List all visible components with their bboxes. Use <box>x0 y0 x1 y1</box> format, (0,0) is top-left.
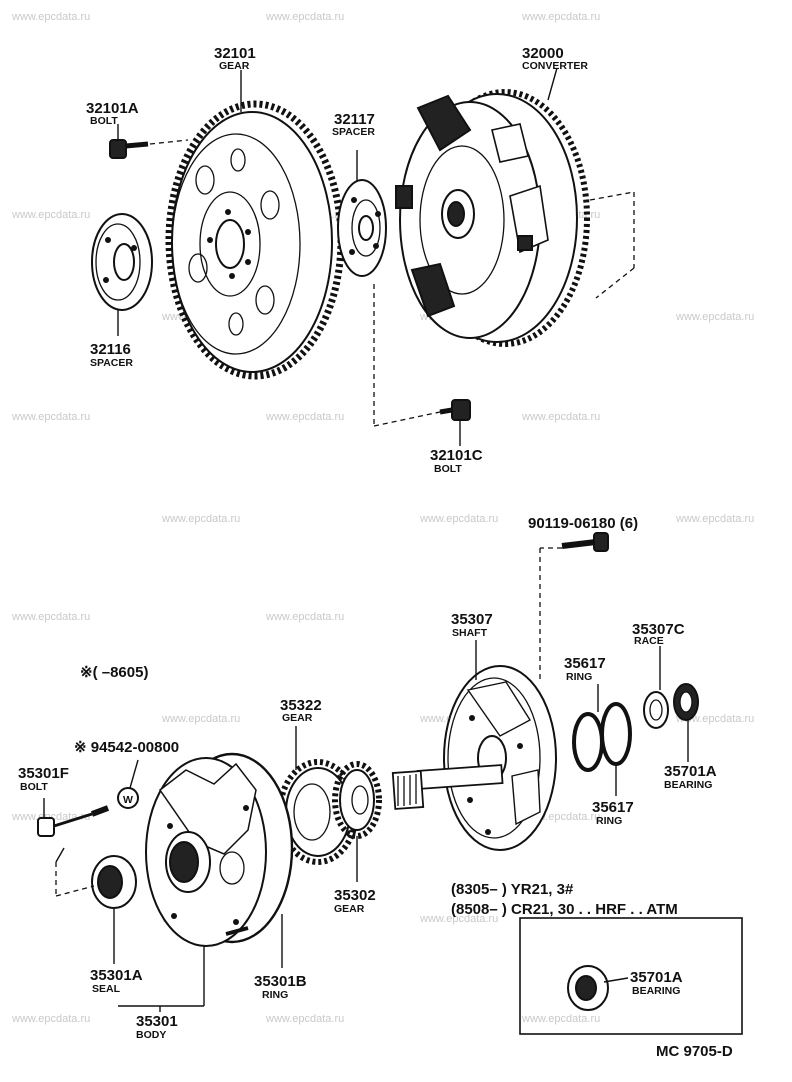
part-number-35302: 35302 <box>334 887 376 904</box>
part-number-35701a: 35701A <box>630 969 683 986</box>
part-name-bolt: BOLT <box>90 115 118 127</box>
part-name-ring: RING <box>262 989 288 1001</box>
watermark: www.epcdata.ru <box>521 11 600 23</box>
washer-94542-drawing: W <box>117 759 139 809</box>
part-name-spacer: SPACER <box>90 357 133 369</box>
part-number-90119: 90119-06180 (6) <box>528 515 638 532</box>
applicability-box <box>519 917 743 1035</box>
watermark: www.epcdata.ru <box>521 411 600 423</box>
part-number-32116: 32116 <box>90 341 131 358</box>
watermark: www.epcdata.ru <box>11 11 90 23</box>
applicability-line-1: (8305– ) YR21, 3# <box>451 881 574 898</box>
note-range: ※( –8605) <box>80 664 148 681</box>
part-name-bolt: BOLT <box>20 781 48 793</box>
bolt-32101a-drawing <box>109 139 189 159</box>
spacer-32116-drawing <box>91 213 153 336</box>
part-number-35301f: 35301F <box>18 765 69 782</box>
watermark: www.epcdata.ru <box>675 311 754 323</box>
rings-35617-drawing <box>572 684 632 796</box>
part-number-35617: 35617 <box>564 655 606 672</box>
watermark: www.epcdata.ru <box>419 513 498 525</box>
watermark: www.epcdata.ru <box>265 611 344 623</box>
converter-32000-drawing <box>395 67 635 347</box>
watermark: www.epcdata.ru <box>11 1013 90 1025</box>
part-number-35701a: 35701A <box>664 763 717 780</box>
watermark: www.epcdata.ru <box>675 713 754 725</box>
part-number-32101a: 32101A <box>86 100 139 117</box>
part-name-bearing: BEARING <box>664 779 712 791</box>
part-number-32101: 32101 <box>214 45 256 62</box>
stator-shaft-35307-drawing <box>391 640 557 851</box>
part-number-35307: 35307 <box>451 611 493 628</box>
watermark: www.epcdata.ru <box>11 209 90 221</box>
part-number-32000: 32000 <box>522 45 564 62</box>
part-name-converter: CONVERTER <box>522 60 588 72</box>
pump-body-35301-drawing <box>118 752 294 1012</box>
part-name-seal: SEAL <box>92 983 121 995</box>
part-number-35617: 35617 <box>592 799 634 816</box>
part-number-35301: 35301 <box>136 1013 178 1030</box>
part-name-gear: GEAR <box>219 60 250 72</box>
part-name-race: RACE <box>634 635 664 647</box>
bolt-32101c-drawing <box>373 284 471 446</box>
part-name-shaft: SHAFT <box>452 627 488 639</box>
callout-labels: 32101 GEAR 32101A BOLT 32000 CONVERTER 3… <box>18 45 733 1060</box>
watermark: www.epcdata.ru <box>265 1013 344 1025</box>
race-bearing-drawing <box>643 646 699 762</box>
part-number-94542: ※ 94542-00800 <box>74 739 179 756</box>
part-name-gear: GEAR <box>282 712 313 724</box>
gear-35302-drawing <box>332 761 382 882</box>
applicability-line-2: (8508– ) CR21, 30 . . HRF . . ATM <box>451 901 678 918</box>
watermark: www.epcdata.ru <box>265 11 344 23</box>
watermark: www.epcdata.ru <box>11 611 90 623</box>
part-number-32117: 32117 <box>334 111 375 128</box>
part-name-bolt: BOLT <box>434 463 462 475</box>
bolt-35301f-drawing <box>37 798 110 837</box>
part-number-32101c: 32101C <box>430 447 483 464</box>
diagram-code: MC 9705-D <box>656 1043 733 1060</box>
part-name-body: BODY <box>136 1029 166 1041</box>
part-name-spacer: SPACER <box>332 126 375 138</box>
bolt-90119-drawing <box>539 532 609 680</box>
watermark: www.epcdata.ru <box>521 1013 600 1025</box>
seal-35301a-drawing <box>55 847 137 964</box>
part-number-35307c: 35307C <box>632 621 685 638</box>
part-name-bearing: BEARING <box>632 985 680 997</box>
watermark: www.epcdata.ru <box>11 411 90 423</box>
watermark: www.epcdata.ru <box>161 513 240 525</box>
ring-gear-drawing <box>165 100 345 380</box>
part-number-35322: 35322 <box>280 697 322 714</box>
spacer-32117-drawing <box>337 150 387 277</box>
washer-symbol: W <box>123 794 133 806</box>
part-number-35301b: 35301B <box>254 973 307 990</box>
watermark: www.epcdata.ru <box>675 513 754 525</box>
part-name-ring: RING <box>566 671 592 683</box>
watermark: www.epcdata.ru <box>161 713 240 725</box>
part-number-35301a: 35301A <box>90 967 143 984</box>
part-name-ring: RING <box>596 815 622 827</box>
part-name-gear: GEAR <box>334 903 365 915</box>
watermark: www.epcdata.ru <box>265 411 344 423</box>
watermark: www.epcdata.ru <box>419 913 498 925</box>
